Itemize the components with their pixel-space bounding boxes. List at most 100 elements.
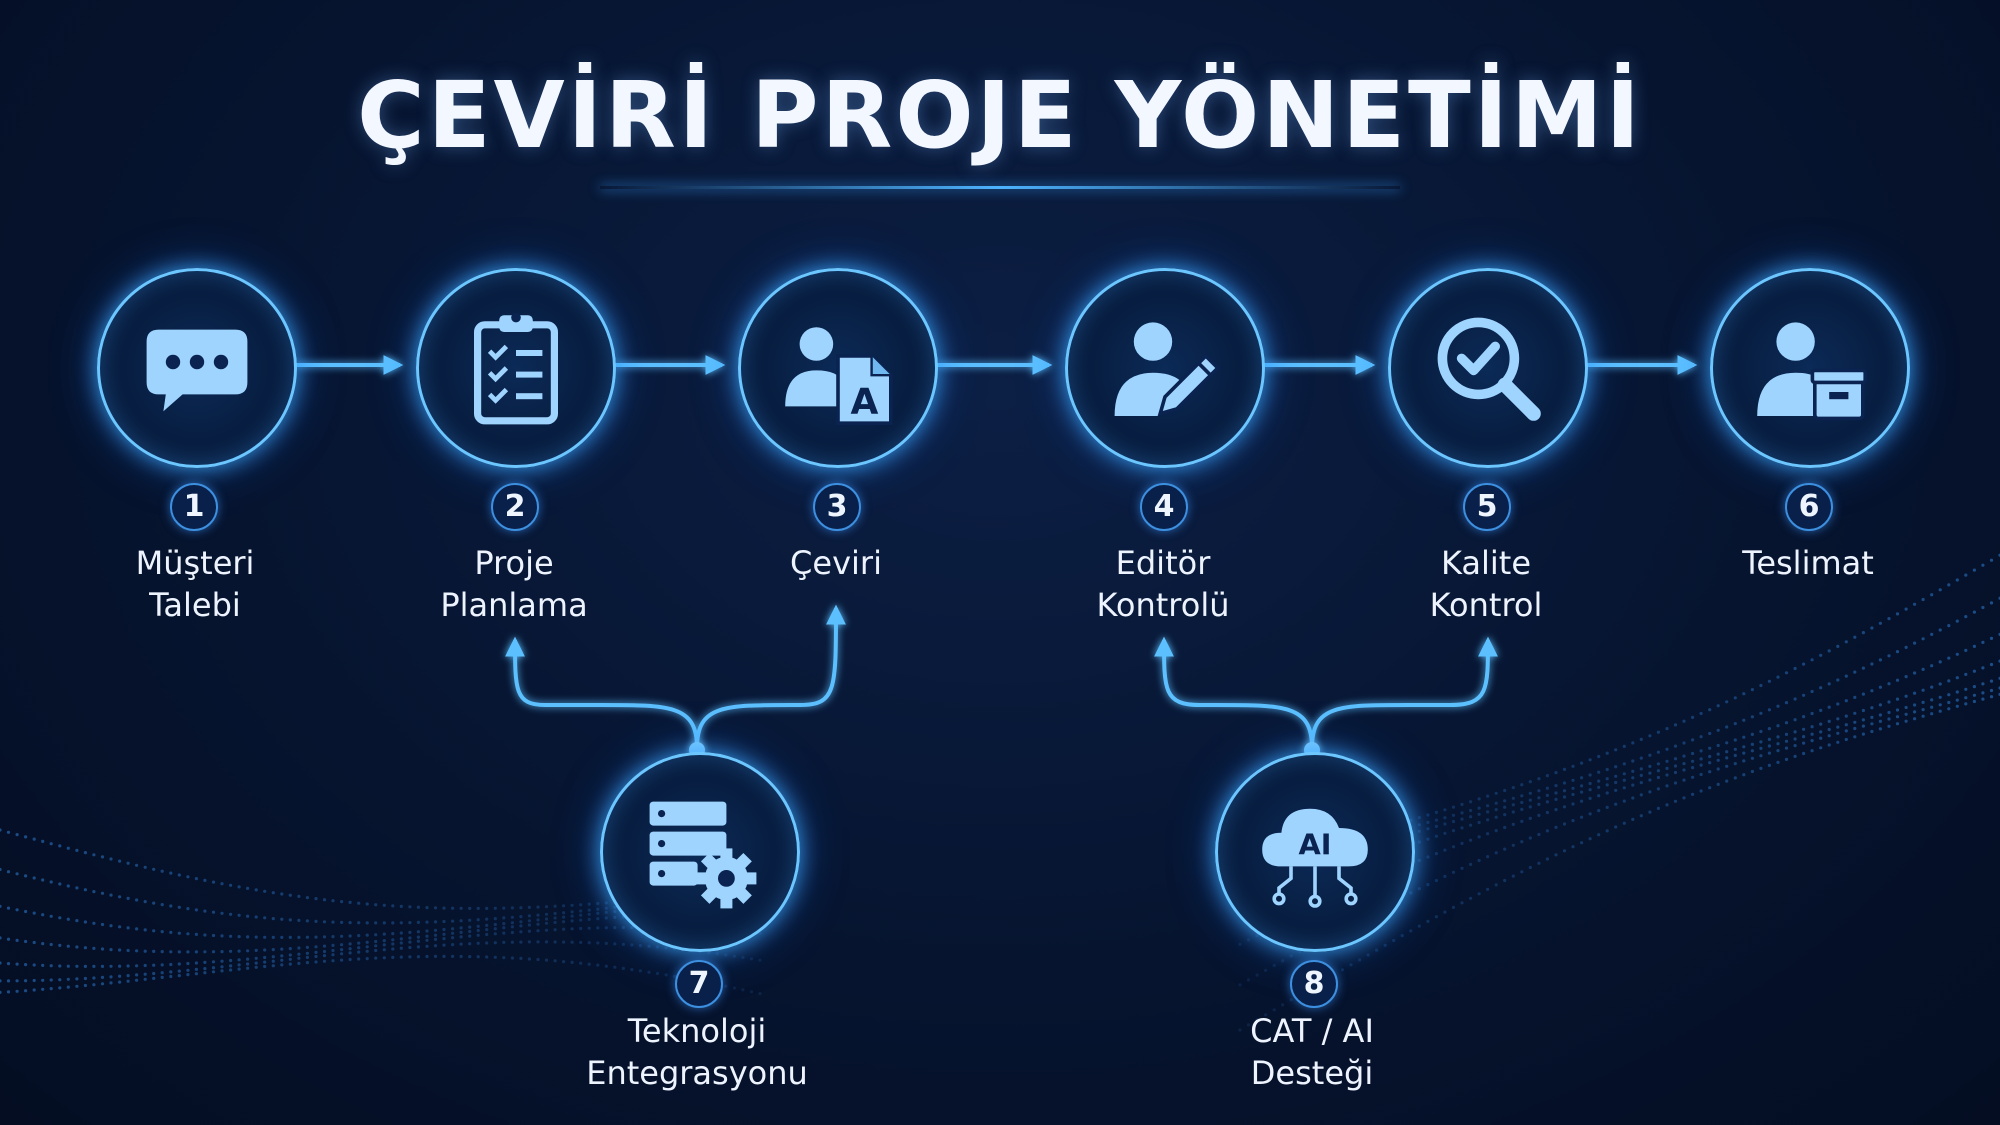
wave-dot (1648, 753, 1652, 757)
wave-dot (15, 908, 19, 912)
wave-dot (1281, 959, 1285, 963)
wave-dot (1451, 805, 1456, 809)
wave-dot (58, 978, 62, 982)
wave-dot (433, 944, 438, 948)
wave-dot (1656, 775, 1660, 780)
wave-dot (340, 948, 344, 952)
wave-dot (1767, 763, 1771, 768)
wave-dot (211, 910, 216, 914)
wave-dot (664, 946, 668, 950)
wave-dot (399, 931, 403, 935)
wave-dot (1511, 796, 1515, 800)
wave-dot (322, 935, 327, 939)
wave-dot (1904, 645, 1908, 650)
wave-dot (621, 942, 626, 947)
wave-dot (203, 878, 207, 883)
step-1-label-line2: Talebi (149, 586, 241, 624)
wave-dot (476, 955, 480, 959)
wave-dot (502, 906, 506, 910)
wave-dot (664, 973, 668, 977)
wave-dot (109, 893, 113, 897)
wave-dot (1827, 719, 1831, 724)
wave-dot (177, 905, 181, 909)
wave-dot (1358, 958, 1362, 962)
wave-dot (237, 935, 241, 939)
wave-dot (297, 894, 301, 899)
wave-dot (459, 906, 463, 910)
wave-dot (1802, 715, 1806, 719)
wave-dot (1861, 718, 1865, 722)
wave-dot (1469, 808, 1473, 813)
wave-dot (1469, 896, 1473, 900)
wave-dot (1716, 752, 1720, 756)
wave-dot (186, 932, 190, 936)
wave-dot (527, 919, 532, 923)
wave-dot (416, 920, 420, 925)
wave-dot (1827, 705, 1831, 709)
wave-dot (1887, 682, 1891, 686)
wave-dot (32, 911, 36, 915)
wave-dot (502, 956, 506, 960)
wave-dot (1878, 713, 1882, 717)
wave-dot (66, 977, 70, 981)
wave-dot (468, 929, 472, 934)
wave-dot (1528, 798, 1532, 802)
wave-dot (1631, 769, 1635, 773)
wave-dot (1588, 812, 1592, 816)
wave-dot (143, 900, 147, 904)
wave-dot (382, 921, 386, 925)
wave-dot (237, 885, 241, 889)
wave-dot (1947, 656, 1951, 660)
wave-dot (1972, 693, 1976, 697)
wave-dot (160, 869, 164, 873)
wave-dot (92, 853, 96, 857)
wave-dot (1725, 700, 1729, 704)
wave-dot (1460, 811, 1464, 815)
wave-dot (1648, 764, 1652, 769)
wave-dot (66, 884, 70, 888)
wave-dot (1400, 934, 1404, 938)
wave-dot (6, 937, 11, 941)
wave-dot (408, 930, 412, 935)
wave-dot (1588, 796, 1592, 801)
wave-dot (194, 932, 198, 937)
wave-dot (1699, 749, 1703, 753)
wave-dot (1580, 776, 1584, 780)
wave-dot (1639, 773, 1643, 778)
wave-dot (476, 924, 480, 928)
wave-dot (1434, 824, 1438, 829)
wave-dot (613, 926, 617, 930)
wave-dot (1947, 624, 1951, 628)
step-6-label: Teslimat (1658, 542, 1958, 584)
wave-dot (160, 950, 164, 954)
wave-dot (1588, 773, 1592, 777)
wave-dot (1913, 671, 1917, 675)
wave-dot (638, 969, 643, 973)
wave-dot (348, 942, 352, 946)
wave-dot (399, 937, 403, 941)
wave-dot (297, 946, 301, 950)
wave-dot (1853, 670, 1857, 674)
wave-dot (322, 954, 327, 958)
wave-dot (1631, 759, 1635, 763)
wave-dot (1887, 717, 1891, 721)
wave-dot (562, 960, 566, 964)
wave-dot (519, 906, 523, 910)
wave-dot (152, 867, 156, 871)
step-1-label: Müşteri Talebi (45, 542, 345, 626)
wave-dot (1784, 701, 1789, 705)
wave-dot (459, 926, 463, 930)
wave-dot (331, 935, 335, 939)
step-8-node: AI (1215, 752, 1415, 952)
wave-dot (1836, 740, 1840, 744)
wave-dot (1673, 799, 1678, 803)
wave-dot (647, 944, 651, 948)
wave-dot (1716, 704, 1720, 708)
wave-dot (1528, 865, 1532, 870)
wave-dot (1656, 787, 1660, 791)
document-letter: A (850, 382, 878, 423)
wave-dot (1605, 805, 1609, 810)
wave-dot (1520, 800, 1524, 805)
wave-dot (1434, 810, 1438, 815)
wave-dot (1469, 800, 1473, 804)
